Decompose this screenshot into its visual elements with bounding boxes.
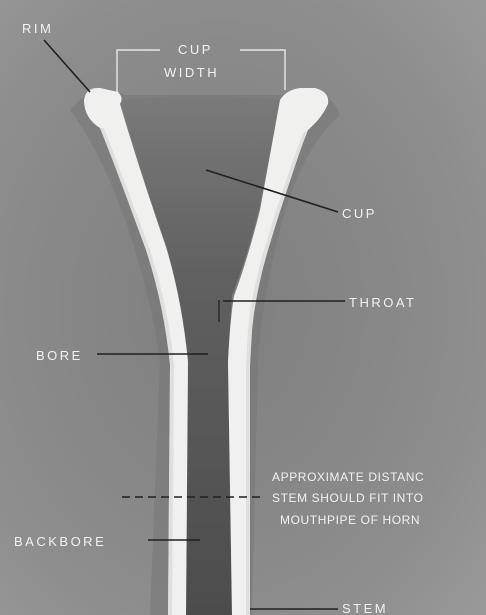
note-line-2: STEM SHOULD FIT INTO [272,491,424,505]
backbore-label: BACKBORE [14,534,106,549]
bore-label: BORE [36,348,83,363]
cup-width-label-line1: CUP [178,42,213,57]
note-line-1: APPROXIMATE DISTANC [272,470,424,484]
stem-label: STEM [342,601,388,615]
note-line-3: MOUTHPIPE OF HORN [280,513,420,527]
throat-label: THROAT [349,295,416,310]
cup-width-label-line2: WIDTH [164,65,219,80]
rim-label: RIM [22,21,53,36]
cup-label: CUP [342,206,377,221]
